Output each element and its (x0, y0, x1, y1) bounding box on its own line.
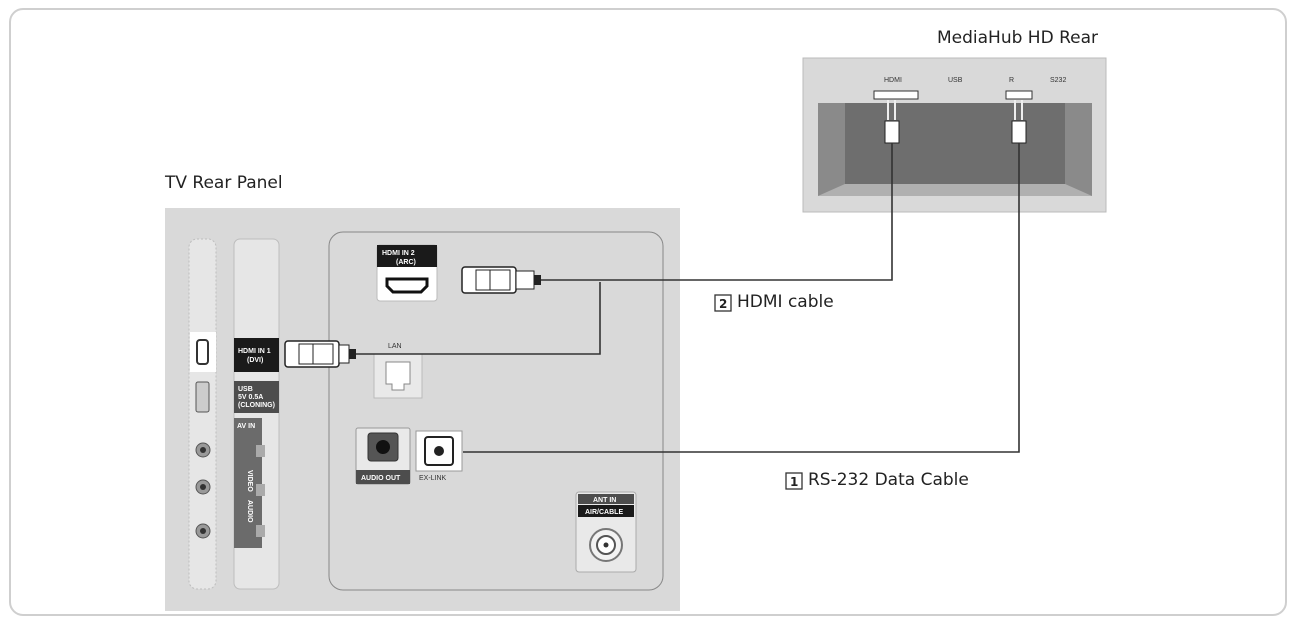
svg-text:AUDIO: AUDIO (246, 500, 253, 523)
ant-in-label: ANT IN (593, 497, 616, 504)
cables (356, 143, 1020, 453)
audio-out-badge (356, 470, 410, 484)
rs232-cable-label: RS-232 Data Cable (808, 470, 969, 490)
diagram-frame (9, 8, 1287, 616)
hdmi-in-2-badge (377, 245, 437, 267)
mediahub-panel: HDMI USB R S232 (802, 57, 1107, 213)
air-cable-label: AIR/CABLE (585, 509, 623, 516)
svg-text:USB: USB (238, 386, 253, 393)
mediahub-recess-inner (845, 103, 1065, 184)
hdmi-in-2-label: HDMI IN 2 (382, 250, 415, 257)
mediahub-port-usb-label: USB (948, 77, 963, 84)
lan-label: LAN (388, 343, 402, 350)
mediahub-port-r-label: R (1009, 77, 1014, 84)
ex-link-label: EX-LINK (419, 475, 447, 482)
hdmi-cable-number: 2 (719, 297, 727, 311)
hdmi-in-1-badge (234, 338, 279, 372)
hdmi-in-1-label: HDMI IN 1 (238, 348, 271, 355)
hdmi-plug-tv-top (461, 266, 541, 294)
rs232-cable-number-badge (785, 472, 803, 490)
rs232-cable (463, 143, 1020, 453)
mediahub-hdmi-plug (884, 100, 900, 144)
audio-out-label: AUDIO OUT (361, 475, 401, 482)
mediahub-r-port (1005, 90, 1033, 100)
hdmi-cable-label: HDMI cable (737, 292, 834, 312)
mediahub-hdmi-port (873, 90, 919, 100)
mediahub-r-plug (1011, 100, 1027, 144)
svg-text:AV IN: AV IN (237, 423, 255, 430)
tv-panel: HDMI IN 1 (DVI) USB 5V 0.5A (CLONING) AV… (165, 208, 680, 611)
hdmi-cable-side (356, 282, 601, 355)
svg-text:5V 0.5A: 5V 0.5A (238, 394, 263, 401)
hdmi-cable-number-badge (714, 294, 732, 312)
hdmi-cable (541, 143, 893, 281)
mediahub-title: MediaHub HD Rear (937, 28, 1099, 48)
hdmi-plug-tv-side (284, 340, 356, 368)
svg-text:(DVI): (DVI) (247, 357, 263, 364)
svg-text:VIDEO: VIDEO (246, 470, 253, 492)
mediahub-port-hdmi-label: HDMI (884, 77, 902, 84)
hdmi-in-2-socket (385, 277, 429, 294)
usb-badge (234, 381, 279, 413)
rs232-cable-number: 1 (790, 475, 798, 489)
tv-title: TV Rear Panel (165, 173, 283, 193)
svg-text:(ARC): (ARC) (396, 259, 416, 266)
mediahub-port-s232-label: S232 (1050, 77, 1066, 84)
svg-text:(CLONING): (CLONING) (238, 402, 275, 409)
tv-side-strip (188, 238, 217, 590)
